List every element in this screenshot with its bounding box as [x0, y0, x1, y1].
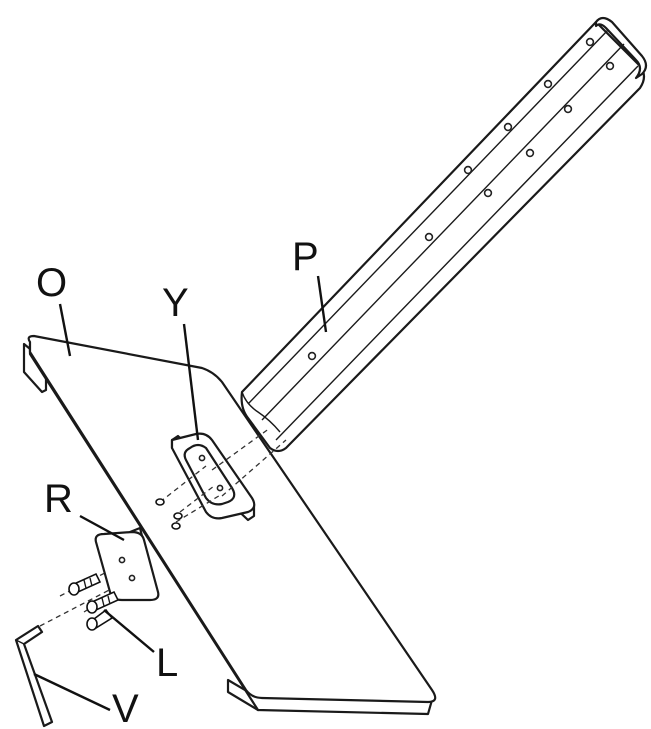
bracket-screws	[155, 498, 183, 530]
mounting-bracket	[170, 432, 256, 522]
label-p: P	[292, 235, 319, 279]
screws	[68, 572, 120, 631]
label-v: V	[112, 687, 139, 729]
base-plate	[22, 334, 437, 716]
label-y: Y	[162, 281, 189, 325]
upright-post	[240, 16, 648, 453]
label-r: R	[44, 477, 73, 521]
label-o: O	[36, 261, 67, 305]
hex-key-tool	[14, 624, 54, 728]
label-l: L	[156, 641, 178, 685]
rear-plate	[94, 526, 160, 602]
leader-lines	[33, 275, 328, 712]
